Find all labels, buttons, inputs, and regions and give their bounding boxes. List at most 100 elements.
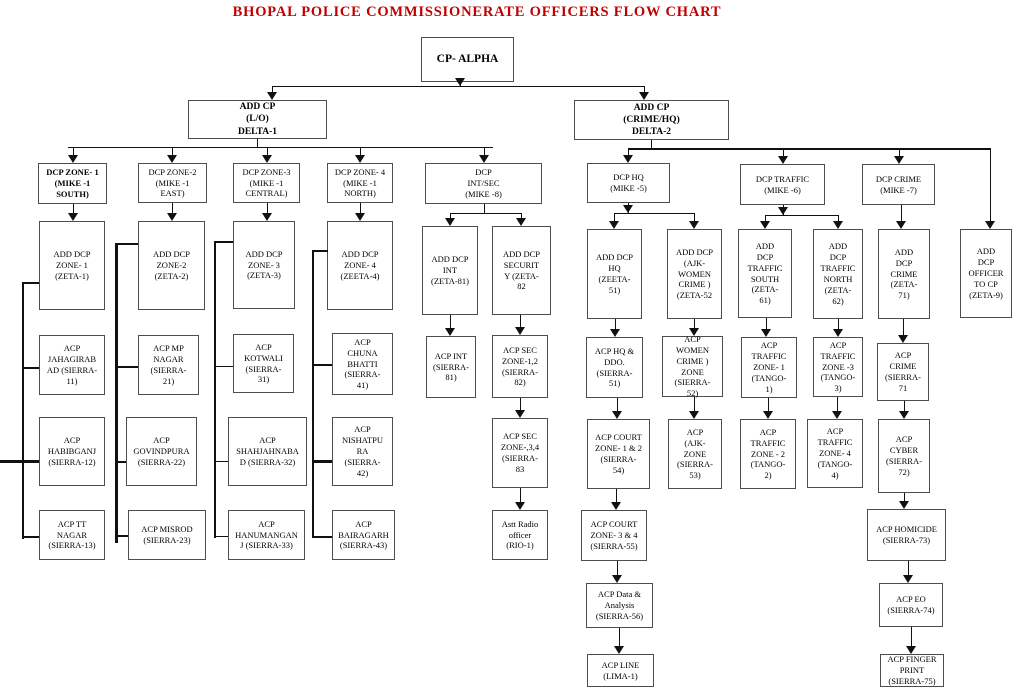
node-add-dcp-traffic-south: ADD DCP TRAFFIC SOUTH (ZETA- 61) xyxy=(738,229,792,318)
node-dcp-zone-1: DCP ZONE- 1 (MIKE -1 SOUTH) xyxy=(38,163,107,204)
connector-line xyxy=(0,460,39,463)
connector-line xyxy=(990,150,991,223)
connector-line xyxy=(73,204,74,215)
connector-arrow xyxy=(689,411,699,419)
connector-line xyxy=(214,461,228,462)
node-add-dcp-zone-1: ADD DCP ZONE- 1 (ZETA-1) xyxy=(39,221,105,310)
connector-line xyxy=(765,215,839,216)
connector-line xyxy=(115,243,118,543)
node-acp-kotwali: ACP KOTWALI (SIERRA- 31) xyxy=(233,334,294,393)
connector-arrow xyxy=(896,221,906,229)
node-acp-govindpura: ACP GOVINDPURA (SIERRA-22) xyxy=(126,417,197,486)
connector-arrow xyxy=(833,221,843,229)
connector-line xyxy=(312,536,332,538)
connector-line xyxy=(694,319,695,330)
connector-line xyxy=(360,203,361,215)
node-dcp-zone-3: DCP ZONE-3 (MIKE -1 CENTRAL) xyxy=(233,163,300,203)
connector-line xyxy=(617,398,618,412)
node-acp-court-zone-34: ACP COURT ZONE- 3 & 4 (SIERRA-55) xyxy=(581,510,647,561)
connector-arrow xyxy=(167,155,177,163)
node-acp-traffic-zone-4: ACP TRAFFIC ZONE- 4 (TANGO- 4) xyxy=(807,419,863,488)
connector-line xyxy=(214,241,233,243)
node-acp-line: ACP LINE (LIMA-1) xyxy=(587,654,654,687)
node-acp-chuna-bhatti: ACP CHUNA BHATTI (SIERRA- 41) xyxy=(332,333,393,395)
node-acp-nishatpura: ACP NISHATPU RA (SIERRA- 42) xyxy=(332,417,393,486)
connector-arrow xyxy=(609,221,619,229)
connector-line xyxy=(116,535,128,537)
connector-line xyxy=(520,315,521,329)
node-add-dcp-security: ADD DCP SECURIT Y (ZETA- 82 xyxy=(492,226,551,315)
connector-line xyxy=(521,214,522,220)
connector-arrow xyxy=(515,410,525,418)
connector-arrow xyxy=(612,411,622,419)
connector-line xyxy=(619,628,620,647)
node-acp-int: ACP INT (SIERRA- 81) xyxy=(426,336,476,398)
connector-line xyxy=(22,282,24,539)
node-acp-hq-ddo: ACP HQ & DDO. (SIERRA- 51) xyxy=(586,337,643,398)
connector-arrow xyxy=(445,218,455,226)
node-astt-radio-officer: Astt Radio officer (RIO-1) xyxy=(492,510,548,560)
connector-line xyxy=(22,536,39,538)
node-add-dcp-zone-3: ADD DCP ZONE- 3 (ZETA-3) xyxy=(233,221,295,309)
connector-line xyxy=(172,203,173,215)
connector-line xyxy=(520,488,521,503)
node-add-cp-delta1: ADD CP (L/O) DELTA-1 xyxy=(188,100,327,139)
connector-line xyxy=(267,148,268,157)
connector-line xyxy=(901,205,902,223)
node-acp-ajk-zone: ACP (AJK- ZONE (SIERRA- 53) xyxy=(668,419,722,489)
connector-arrow xyxy=(515,502,525,510)
node-acp-tt-nagar: ACP TT NAGAR (SIERRA-13) xyxy=(39,510,105,560)
connector-arrow xyxy=(445,328,455,336)
connector-arrow xyxy=(832,411,842,419)
connector-arrow xyxy=(455,78,465,86)
node-acp-women-crime-zone: ACP WOMEN CRIME ) ZONE (SIERRA- 52) xyxy=(662,334,723,398)
connector-arrow xyxy=(614,646,624,654)
connector-arrow xyxy=(985,221,995,229)
connector-line xyxy=(614,214,615,223)
connector-line xyxy=(73,148,74,157)
connector-arrow xyxy=(355,155,365,163)
node-add-dcp-ajk-women-crime: ADD DCP (AJK- WOMEN CRIME ) (ZETA-52 xyxy=(667,229,722,319)
connector-line xyxy=(312,250,328,252)
connector-arrow xyxy=(479,155,489,163)
connector-arrow xyxy=(778,156,788,164)
connector-arrow xyxy=(612,575,622,583)
node-add-dcp-crime: ADD DCP CRIME (ZETA- 71) xyxy=(878,229,930,319)
node-acp-mp-nagar: ACP MP NAGAR (SIERRA- 21) xyxy=(138,335,199,395)
connector-line xyxy=(615,319,616,331)
connector-line xyxy=(765,216,766,223)
connector-arrow xyxy=(516,218,526,226)
connector-arrow xyxy=(899,411,909,419)
node-dcp-zone-2: DCP ZONE-2 (MIKE -1 EAST) xyxy=(138,163,207,203)
node-add-dcp-traffic-north: ADD DCP TRAFFIC NORTH (ZETA- 62) xyxy=(813,229,863,319)
node-acp-traffic-zone-1: ACP TRAFFIC ZONE- 1 (TANGO- 1) xyxy=(741,337,797,398)
node-acp-traffic-zone-2: ACP TRAFFIC ZONE - 2 (TANGO- 2) xyxy=(740,419,796,489)
connector-arrow xyxy=(267,92,277,100)
node-add-dcp-hq: ADD DCP HQ (ZEETA- 51) xyxy=(587,229,642,319)
connector-arrow xyxy=(761,329,771,337)
node-acp-data-analysis: ACP Data & Analysis (SIERRA-56) xyxy=(586,583,653,628)
connector-arrow xyxy=(689,221,699,229)
node-acp-sec-zone-34: ACP SEC ZONE-,3,4 (SIERRA- 83 xyxy=(492,418,548,488)
connector-line xyxy=(838,216,839,223)
connector-line xyxy=(450,315,451,330)
connector-line xyxy=(116,366,138,368)
node-dcp-traffic: DCP TRAFFIC (MIKE -6) xyxy=(740,164,825,205)
node-dcp-zone-4: DCP ZONE- 4 (MIKE -1 NORTH) xyxy=(327,163,393,203)
node-acp-eo: ACP EO (SIERRA-74) xyxy=(879,583,943,627)
node-acp-misrod: ACP MISROD (SIERRA-23) xyxy=(128,510,206,560)
connector-line xyxy=(68,147,493,148)
connector-arrow xyxy=(906,646,916,654)
connector-line xyxy=(312,364,332,366)
node-acp-habibganj: ACP HABIBGANJ (SIERRA-12) xyxy=(39,417,105,486)
node-add-dcp-int: ADD DCP INT (ZETA-81) xyxy=(422,226,478,315)
node-cp-alpha: CP- ALPHA xyxy=(421,37,514,82)
connector-line xyxy=(783,150,784,158)
connector-line xyxy=(837,397,838,412)
connector-line xyxy=(22,367,39,369)
connector-line xyxy=(484,204,485,213)
connector-line xyxy=(312,460,332,463)
connector-line xyxy=(214,366,233,367)
node-acp-homicide: ACP HOMICIDE (SIERRA-73) xyxy=(867,509,946,561)
